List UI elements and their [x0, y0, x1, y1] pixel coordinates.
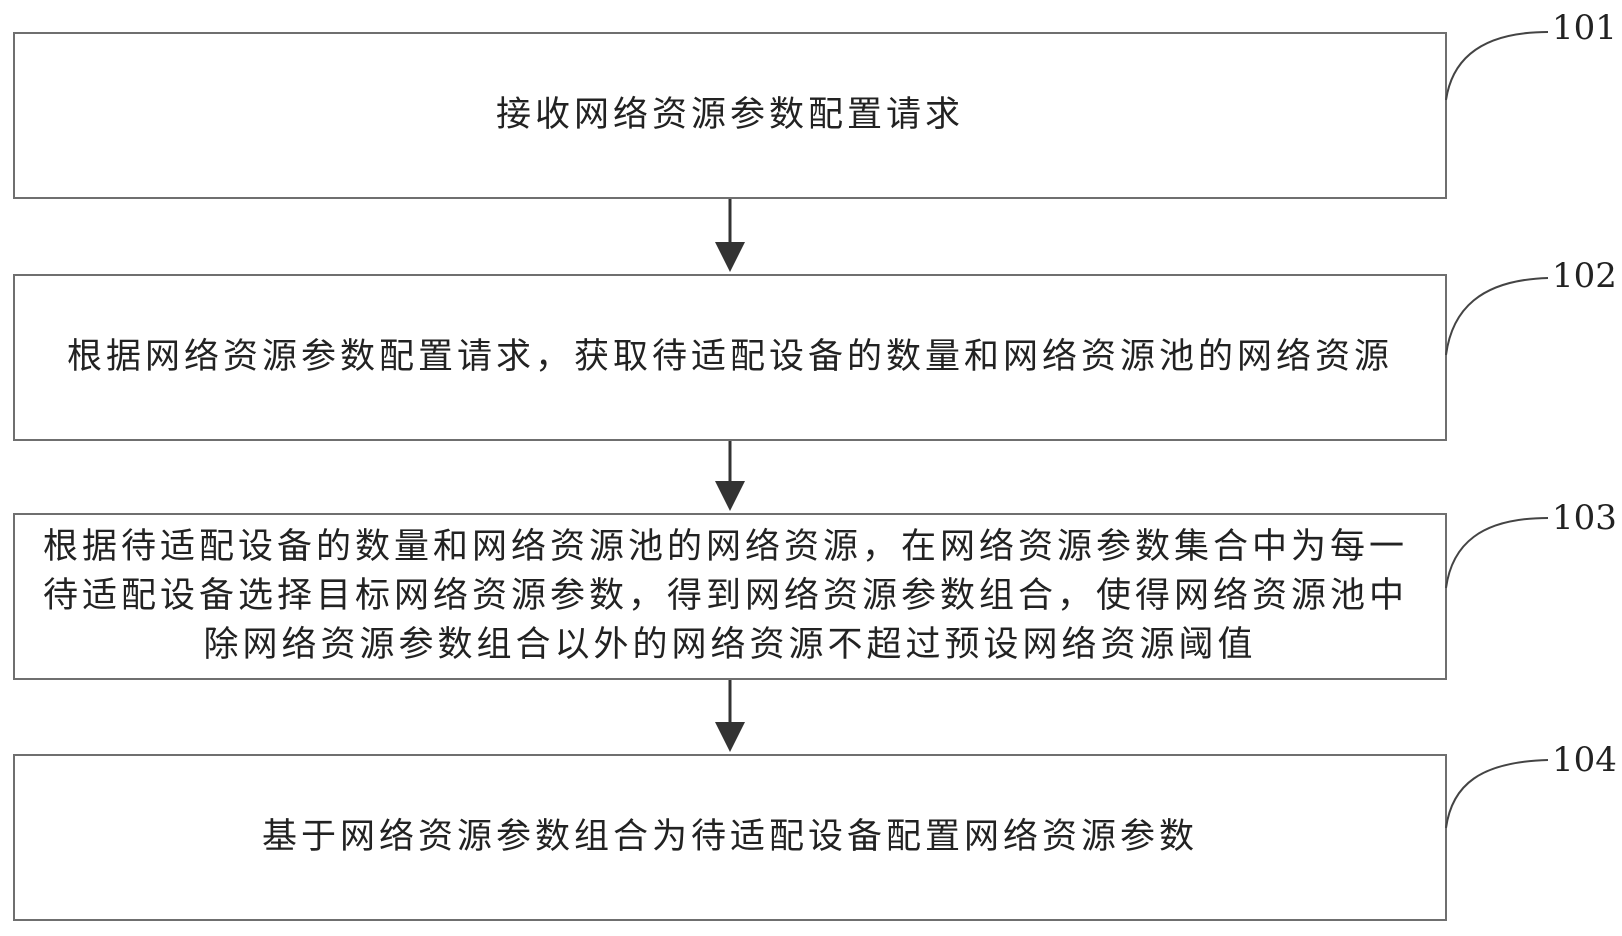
step-label-102: 102	[1552, 256, 1617, 296]
step-box-101: 接收网络资源参数配置请求	[13, 32, 1447, 199]
leader-line-102	[1445, 277, 1549, 356]
step-text-103: 根据待适配设备的数量和网络资源池的网络资源，在网络资源参数集合中为每一待适配设备…	[43, 527, 1409, 665]
step-box-103: 根据待适配设备的数量和网络资源池的网络资源，在网络资源参数集合中为每一待适配设备…	[13, 513, 1447, 680]
step-text-102: 根据网络资源参数配置请求，获取待适配设备的数量和网络资源池的网络资源	[66, 337, 1393, 377]
step-label-104: 104	[1552, 740, 1617, 780]
leader-line-104	[1445, 759, 1549, 829]
step-text-104: 基于网络资源参数组合为待适配设备配置网络资源参数	[261, 817, 1198, 857]
step-label-101: 101	[1552, 8, 1617, 48]
step-box-104: 基于网络资源参数组合为待适配设备配置网络资源参数	[13, 754, 1447, 921]
step-box-102: 根据网络资源参数配置请求，获取待适配设备的数量和网络资源池的网络资源	[13, 274, 1447, 441]
leader-line-103	[1445, 517, 1549, 589]
step-text-101: 接收网络资源参数配置请求	[495, 95, 964, 135]
leader-line-101	[1445, 31, 1549, 101]
step-label-103: 103	[1552, 498, 1617, 538]
